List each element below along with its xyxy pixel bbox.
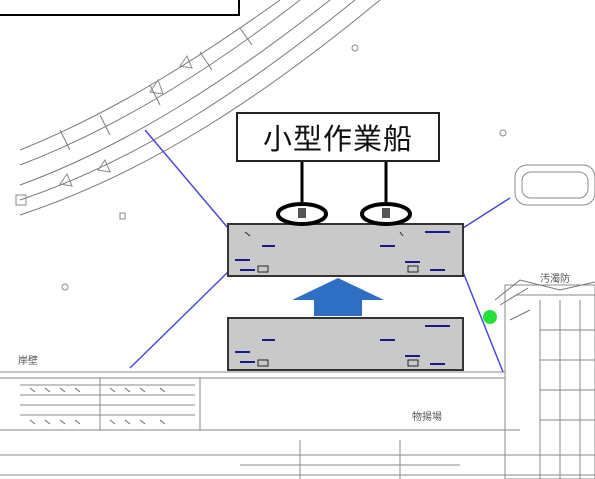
barge-upper: [227, 223, 464, 277]
bottom-quay-hatching: [29, 387, 166, 425]
bottom-area-label: 物揚場: [412, 412, 442, 423]
guide-lines: [129, 129, 511, 373]
quay-marks: [15, 54, 193, 206]
move-up-arrow: [292, 278, 384, 316]
barge-lower: [227, 317, 464, 371]
title-frame: [0, 0, 240, 16]
right-building: [504, 164, 595, 479]
right-structures: [494, 279, 595, 321]
boats-label-text: 小型作業船: [262, 122, 413, 156]
bottom-quay: [0, 371, 595, 479]
left-wharf-label: 岸壁: [18, 356, 38, 367]
work-boat-left: [276, 158, 328, 226]
boats-label: 小型作業船: [236, 112, 440, 162]
breakwater-lines: [19, 0, 381, 216]
work-boat-right: [360, 158, 412, 226]
green-marker: [483, 310, 497, 324]
right-facility-label: 汚濁防: [540, 274, 570, 285]
